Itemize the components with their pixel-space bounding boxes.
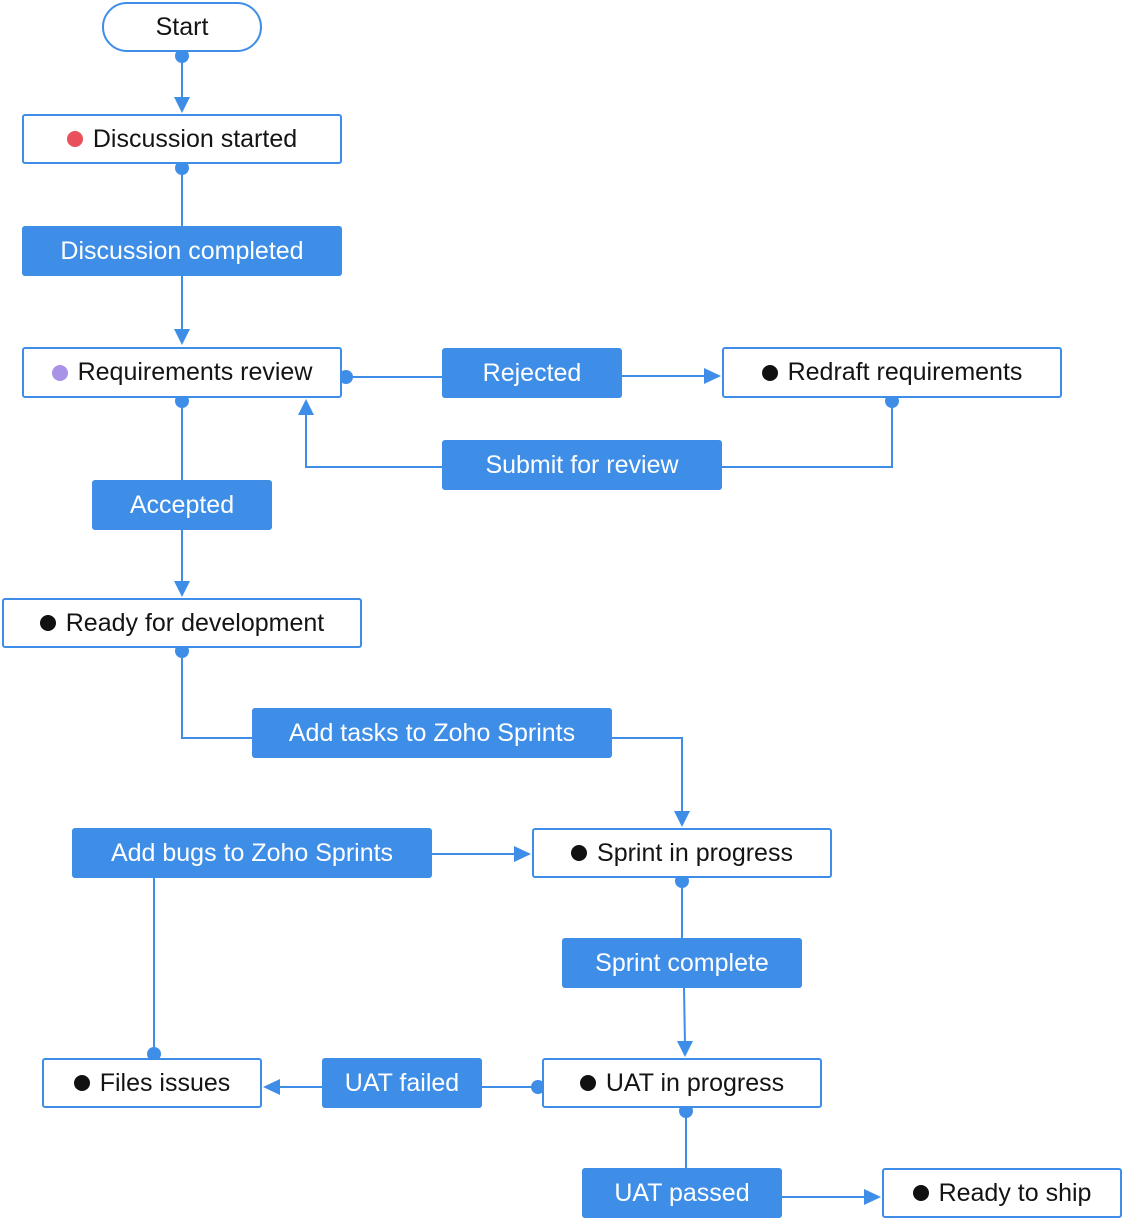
transition-uat-passed[interactable]: UAT passed <box>582 1168 782 1218</box>
arrowhead-into-redraft-requirements <box>704 368 721 384</box>
transition-add-tasks-to-zoho-sprints[interactable]: Add tasks to Zoho Sprints <box>252 708 612 758</box>
state-uat-in-progress[interactable]: UAT in progress <box>542 1058 822 1108</box>
transition-label: UAT passed <box>614 1178 750 1207</box>
transition-label: Sprint complete <box>595 948 769 977</box>
port-requirements-review-right <box>339 370 353 384</box>
connector-add-tasks-to-sprint-in-progress <box>612 737 683 815</box>
port-discussion-started-bottom <box>175 161 189 175</box>
transition-label: Add bugs to Zoho Sprints <box>110 838 394 867</box>
state-start[interactable]: Start <box>102 2 262 52</box>
arrowhead-submit-into-requirements-review <box>298 399 314 415</box>
transition-add-bugs-to-zoho-sprints[interactable]: Add bugs to Zoho Sprints <box>72 828 432 878</box>
state-label: UAT in progress <box>605 1068 785 1097</box>
state-discussion-started[interactable]: Discussion started <box>22 114 342 164</box>
transition-label: UAT failed <box>344 1068 460 1097</box>
arrowhead-into-files-issues <box>263 1079 280 1095</box>
port-start-bottom <box>175 49 189 63</box>
transition-rejected[interactable]: Rejected <box>442 348 622 398</box>
arrowhead-into-discussion-started <box>174 97 190 113</box>
status-dot-black <box>571 845 588 861</box>
transition-sprint-complete[interactable]: Sprint complete <box>562 938 802 988</box>
transition-label: Submit for review <box>485 450 679 479</box>
state-label: Files issues <box>99 1068 231 1097</box>
status-dot-black <box>579 1075 596 1091</box>
state-label: Ready to ship <box>938 1178 1092 1207</box>
arrowhead-into-ready-to-ship <box>864 1189 881 1205</box>
connector-ready-for-development-to-add-tasks <box>181 651 252 739</box>
state-sprint-in-progress[interactable]: Sprint in progress <box>532 828 832 878</box>
state-ready-for-development[interactable]: Ready for development <box>2 598 362 648</box>
state-label: Redraft requirements <box>787 358 1023 386</box>
state-label: Sprint in progress <box>597 838 793 867</box>
status-dot-black <box>761 364 778 381</box>
arrowhead-into-ready-for-development <box>174 581 190 597</box>
state-redraft-requirements[interactable]: Redraft requirements <box>722 347 1062 398</box>
port-files-issues-top <box>147 1047 161 1061</box>
status-dot-black <box>73 1075 90 1091</box>
transition-label: Discussion completed <box>60 236 304 265</box>
connector-redraft-requirements-to-submit-for-review <box>722 401 893 468</box>
transition-discussion-completed[interactable]: Discussion completed <box>22 226 342 276</box>
state-files-issues[interactable]: Files issues <box>42 1058 262 1108</box>
arrowhead-into-uat-in-progress <box>677 1041 693 1057</box>
transition-uat-failed[interactable]: UAT failed <box>322 1058 482 1108</box>
transition-accepted[interactable]: Accepted <box>92 480 272 530</box>
status-dot-black <box>39 615 56 631</box>
state-label: Ready for development <box>65 608 325 637</box>
status-dot-red <box>66 131 83 147</box>
state-label: Start <box>155 12 209 41</box>
state-label: Requirements review <box>77 358 313 386</box>
transition-label: Add tasks to Zoho Sprints <box>288 718 576 747</box>
connector-sprint-complete-to-uat-in-progress <box>683 987 686 1046</box>
transition-label: Rejected <box>482 358 582 387</box>
status-dot-black <box>912 1185 929 1201</box>
port-uat-in-progress-left <box>531 1080 545 1094</box>
transition-submit-for-review[interactable]: Submit for review <box>442 440 722 490</box>
state-requirements-review[interactable]: Requirements review <box>22 347 342 398</box>
state-ready-to-ship[interactable]: Ready to ship <box>882 1168 1122 1218</box>
state-label: Discussion started <box>92 124 298 153</box>
transition-label: Accepted <box>129 490 235 519</box>
arrowhead-into-sprint-in-progress-left <box>514 846 531 862</box>
arrowhead-into-sprint-in-progress-top <box>674 811 690 827</box>
status-dot-purple <box>51 364 68 381</box>
connector-submit-for-review-to-requirements-review <box>305 412 442 468</box>
arrowhead-into-requirements-review <box>174 329 190 345</box>
